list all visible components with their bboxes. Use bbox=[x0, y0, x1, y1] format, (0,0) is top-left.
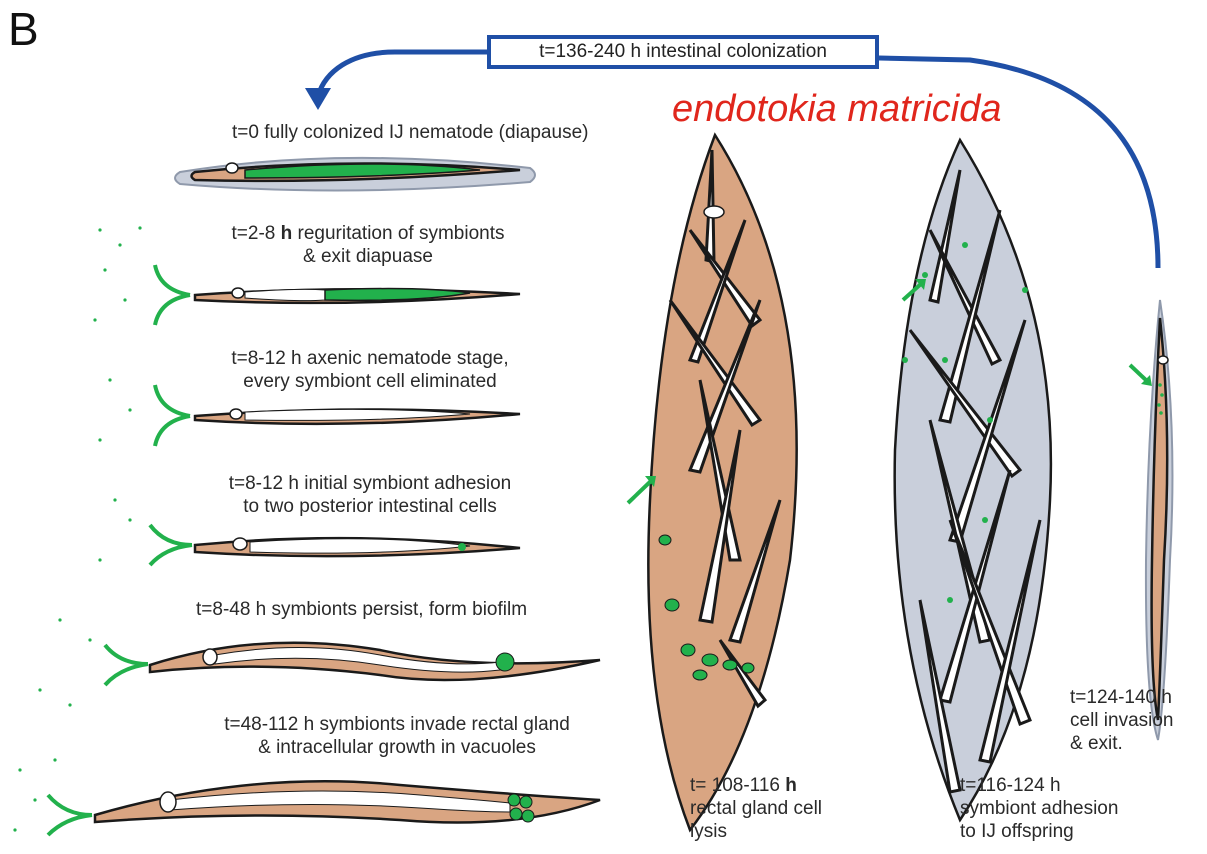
symbiont-cells bbox=[13, 226, 141, 831]
nematode-ij-colonized bbox=[175, 158, 535, 191]
stage-4-label: t=8-48 h symbionts persist, form biofilm bbox=[196, 598, 527, 621]
stage-0-label: t=0 fully colonized IJ nematode (diapaus… bbox=[232, 121, 588, 144]
cycle-arrowhead bbox=[305, 88, 331, 110]
symbiont-release-arrows bbox=[48, 265, 192, 835]
nematode-initial-adhesion bbox=[195, 538, 520, 556]
offspring-adhesion-sack bbox=[895, 140, 1051, 820]
adhesion-label: t=116-124 h symbiont adhesion to IJ offs… bbox=[960, 774, 1118, 843]
endotokia-label: endotokia matricida bbox=[672, 88, 1002, 131]
invasion-label: t=124-140 h cell invasion & exit. bbox=[1070, 686, 1174, 755]
nematode-biofilm bbox=[150, 643, 600, 680]
mother-nematode-lysis bbox=[628, 135, 797, 830]
stage-2-label: t=8-12 h axenic nematode stage, every sy… bbox=[200, 347, 540, 393]
nematode-regurgitation bbox=[195, 288, 520, 303]
panel-letter: B bbox=[8, 2, 39, 56]
cycle-arrow-left bbox=[318, 52, 487, 96]
nematode-axenic bbox=[195, 409, 520, 424]
ij-exit bbox=[1130, 300, 1172, 740]
stage-5-label: t=48-112 h symbionts invade rectal gland… bbox=[182, 713, 612, 759]
nematode-rectal-invasion bbox=[95, 781, 600, 822]
stage-1-label: t=2-8 h reguritation of symbionts & exit… bbox=[198, 222, 538, 268]
lysis-label: t= 108-116 h rectal gland cell lysis bbox=[690, 774, 822, 843]
stage-3-label: t=8-12 h initial symbiont adhesion to tw… bbox=[184, 472, 556, 518]
cycle-label: t=136-240 h intestinal colonization bbox=[487, 35, 879, 69]
